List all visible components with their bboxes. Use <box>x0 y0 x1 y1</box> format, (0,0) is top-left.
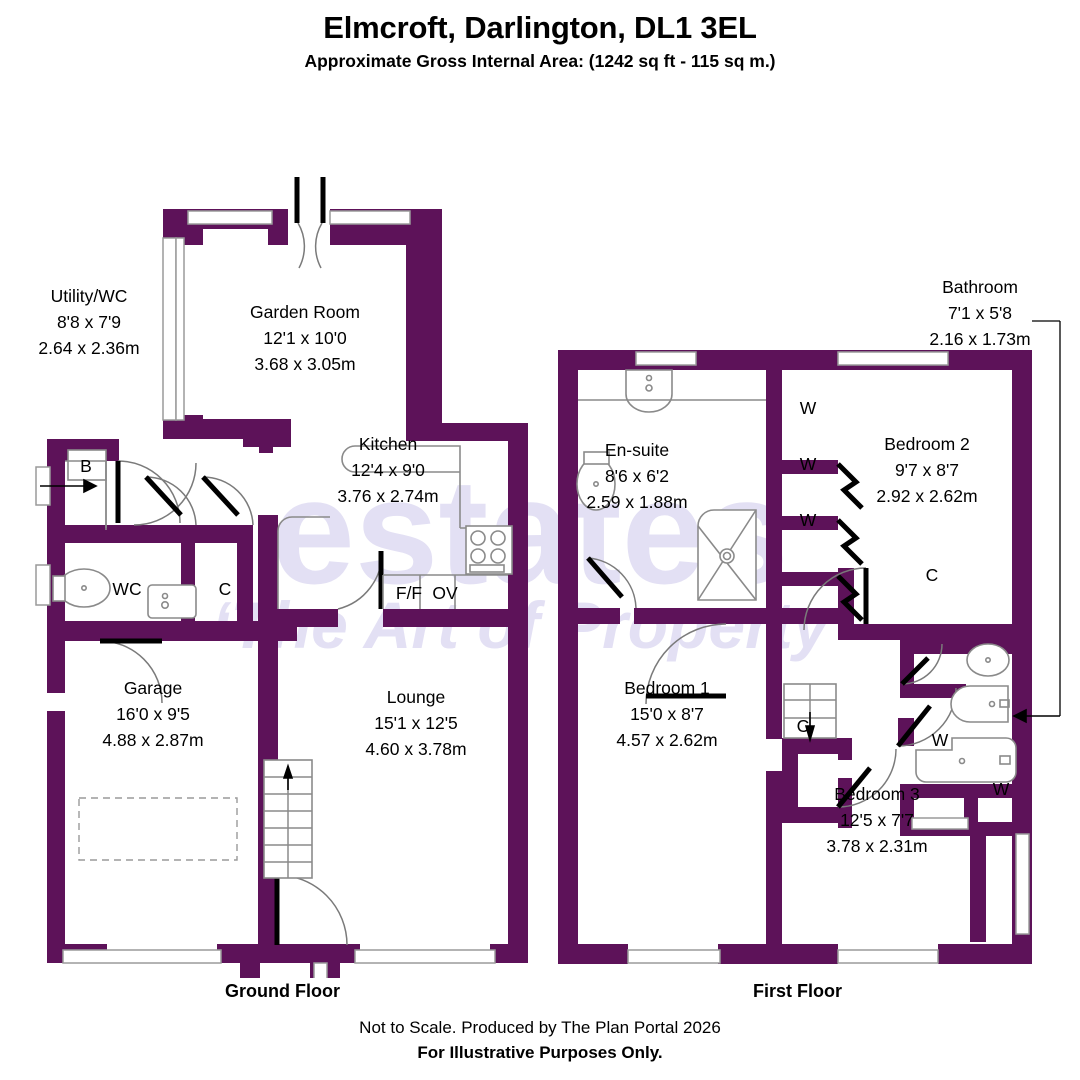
window <box>175 237 185 421</box>
tag-boiler: B <box>80 456 92 476</box>
boiler-icon <box>67 449 107 481</box>
room-dim-imperial: 12'4 x 9'0 <box>351 460 425 480</box>
window <box>162 237 177 421</box>
room-name: En-suite <box>605 440 669 460</box>
window <box>313 962 328 978</box>
first-floor-labels: Bathroom 7'1 x 5'8 2.16 x 1.73m En-suite… <box>586 277 1030 856</box>
footer-note-line1: Not to Scale. Produced by The Plan Porta… <box>359 1018 721 1037</box>
room-dim-imperial: 12'5 x 7'7 <box>840 810 914 830</box>
ground-floor-labels: Garden Room 12'1 x 10'0 3.68 x 3.05m Uti… <box>38 286 466 759</box>
room-name: Garden Room <box>250 302 360 322</box>
toilet-icon <box>966 643 1010 677</box>
tag-wardrobe: W <box>800 454 817 474</box>
window <box>62 949 222 964</box>
room-dim-imperial: 9'7 x 8'7 <box>895 460 959 480</box>
shower-icon <box>697 509 757 601</box>
room-dim-metric: 4.57 x 2.62m <box>616 730 717 750</box>
room-name: Bedroom 1 <box>624 678 710 698</box>
room-dim-metric: 2.16 x 1.73m <box>929 329 1030 349</box>
page-title: Elmcroft, Darlington, DL1 3EL <box>323 10 757 45</box>
ground-floor-windows <box>35 210 496 978</box>
window <box>911 817 969 830</box>
first-floor-plan: Bathroom 7'1 x 5'8 2.16 x 1.73m En-suite… <box>558 277 1061 964</box>
room-dim-imperial: 12'1 x 10'0 <box>263 328 347 348</box>
room-dim-imperial: 8'8 x 7'9 <box>57 312 121 332</box>
room-dim-imperial: 7'1 x 5'8 <box>948 303 1012 323</box>
room-name: Bathroom <box>942 277 1018 297</box>
room-dim-metric: 2.59 x 1.88m <box>586 492 687 512</box>
page-subtitle: Approximate Gross Internal Area: (1242 s… <box>304 51 776 71</box>
first-floor-doors <box>586 462 957 809</box>
window <box>329 210 411 225</box>
tag-oven: OV <box>432 583 458 603</box>
first-floor-fixtures <box>576 320 1061 783</box>
room-dim-metric: 4.88 x 2.87m <box>102 730 203 750</box>
tag-wardrobe: W <box>800 510 817 530</box>
tag-cupboard: C <box>926 565 939 585</box>
tag-wardrobe: W <box>800 398 817 418</box>
room-dim-imperial: 15'0 x 8'7 <box>630 704 704 724</box>
bath-icon <box>915 737 1017 783</box>
floorplan-drawing: estates ‘The Art of Property’ <box>35 177 1061 978</box>
toilet-icon <box>57 568 111 608</box>
room-name: Bedroom 3 <box>834 784 920 804</box>
window <box>354 949 496 964</box>
sink-icon <box>950 685 1009 723</box>
window <box>635 351 697 366</box>
window <box>35 564 51 606</box>
room-dim-imperial: 16'0 x 9'5 <box>116 704 190 724</box>
ground-floor-fixtures <box>40 445 513 879</box>
ground-floor-staircase <box>263 759 313 879</box>
room-name: Utility/WC <box>51 286 128 306</box>
tag-cupboard: C <box>797 716 810 736</box>
window <box>1015 833 1030 935</box>
tag-cupboard: C <box>219 579 232 599</box>
room-dim-metric: 2.64 x 2.36m <box>38 338 139 358</box>
tag-fridge-freezer: F/F <box>396 583 422 603</box>
tag-wardrobe: W <box>993 779 1010 799</box>
window <box>627 949 721 964</box>
room-dim-metric: 3.76 x 2.74m <box>337 486 438 506</box>
room-dim-metric: 4.60 x 3.78m <box>365 739 466 759</box>
room-dim-imperial: 15'1 x 12'5 <box>374 713 458 733</box>
window <box>837 949 939 964</box>
ground-floor-plan: Garden Room 12'1 x 10'0 3.68 x 3.05m Uti… <box>35 177 528 978</box>
window <box>837 351 949 366</box>
first-floor-caption: First Floor <box>753 981 842 1001</box>
tag-wardrobe: W <box>932 730 949 750</box>
room-dim-metric: 3.78 x 2.31m <box>826 836 927 856</box>
room-dim-metric: 3.68 x 3.05m <box>254 354 355 374</box>
sink-icon <box>147 584 197 619</box>
tag-wc: WC <box>112 579 141 599</box>
footer-note-line2: For Illustrative Purposes Only. <box>417 1043 663 1062</box>
room-name: Garage <box>124 678 182 698</box>
room-dim-imperial: 8'6 x 6'2 <box>605 466 669 486</box>
ground-floor-caption: Ground Floor <box>225 981 340 1001</box>
garage-parking-outline <box>78 797 238 861</box>
window <box>187 210 273 225</box>
room-name: Kitchen <box>359 434 417 454</box>
room-dim-metric: 2.92 x 2.62m <box>876 486 977 506</box>
room-name: Bedroom 2 <box>884 434 970 454</box>
first-floor-windows <box>627 351 1030 964</box>
room-name: Lounge <box>387 687 445 707</box>
first-floor-staircase <box>783 683 837 743</box>
